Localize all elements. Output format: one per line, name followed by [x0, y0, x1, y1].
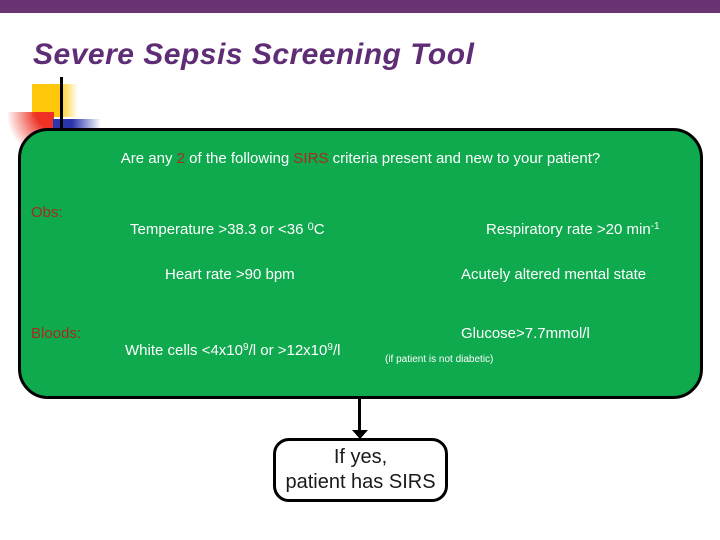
diabetic-note: (if patient is not diabetic) — [385, 354, 494, 365]
mental-state-criterion: Acutely altered mental state — [461, 266, 647, 283]
temperature-superscript: 0 — [307, 221, 314, 233]
result-box: If yes, patient has SIRS — [273, 438, 448, 502]
flow-arrow-head-icon — [352, 430, 368, 439]
question-text-part1: Are any — [120, 150, 177, 167]
question-text-part2: of the following — [184, 150, 294, 167]
white-cells-text-2: /l or >12x10 — [248, 342, 328, 359]
decoration-blue-bar — [53, 119, 101, 129]
temperature-criterion: Temperature >38.3 or <36 0C — [105, 204, 325, 255]
decoration-vertical-line — [60, 77, 63, 130]
screening-question: Are any 2 of the following SIRS criteria… — [21, 150, 700, 167]
question-highlight-sirs: SIRS — [293, 150, 329, 167]
bloods-label: Bloods: — [31, 325, 82, 342]
question-highlight-number: 2 — [176, 150, 185, 167]
respiratory-text: Respiratory rate >20 min — [486, 221, 651, 238]
obs-label: Obs: — [31, 204, 63, 221]
sirs-criteria-box: Are any 2 of the following SIRS criteria… — [18, 128, 703, 399]
flow-arrow-line — [358, 399, 361, 431]
white-cells-text-3: /l — [332, 342, 341, 359]
question-text-part3: criteria present and new to your patient… — [328, 150, 601, 167]
result-line-2: patient has SIRS — [285, 471, 436, 493]
respiratory-superscript: -1 — [650, 221, 660, 232]
temperature-unit: C — [313, 221, 325, 238]
white-cells-superscript-1: 9 — [243, 342, 249, 353]
heart-rate-criterion: Heart rate >90 bpm — [165, 266, 295, 283]
top-accent-bar — [0, 0, 720, 13]
page-title: Severe Sepsis Screening Tool — [33, 38, 475, 71]
glucose-criterion: Glucose>7.7mmol/l — [461, 325, 590, 342]
white-cells-superscript-2: 9 — [327, 342, 333, 353]
respiratory-rate-criterion: Respiratory rate >20 min-1 — [461, 204, 660, 255]
temperature-text: Temperature >38.3 or <36 — [130, 221, 308, 238]
result-line-1: If yes, — [333, 446, 388, 468]
white-cells-criterion: White cells <4x109/l or >12x109/l — [100, 325, 340, 376]
white-cells-text-1: White cells <4x10 — [125, 342, 243, 359]
decoration-yellow-square — [32, 84, 78, 117]
